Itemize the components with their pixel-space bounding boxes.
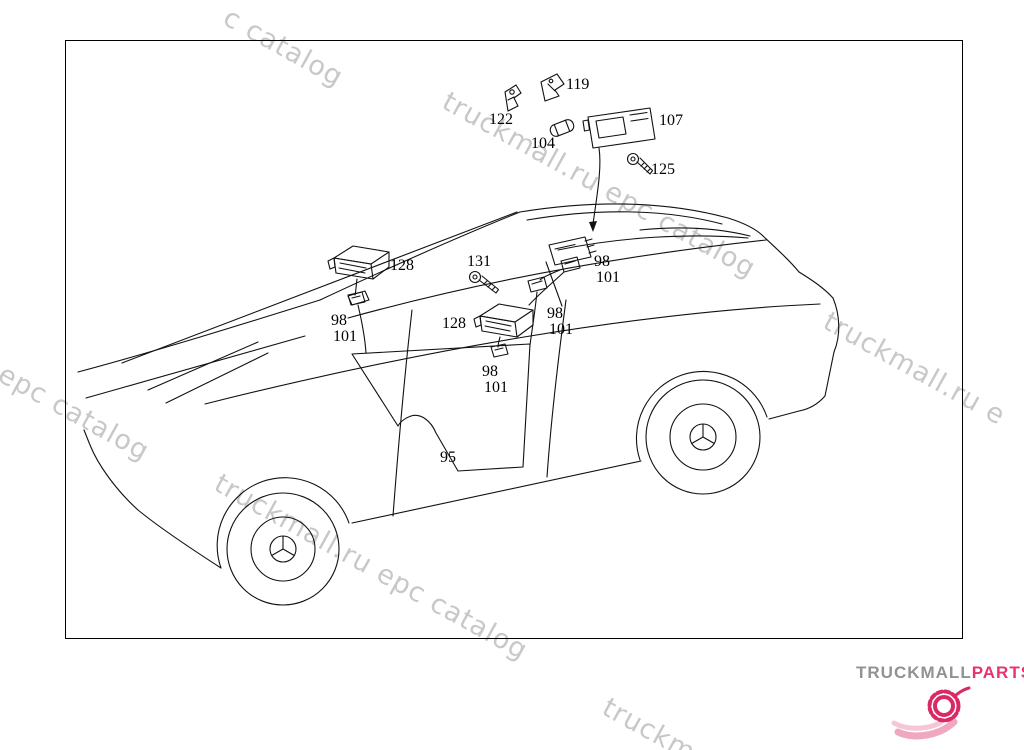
part-label-104: 104	[531, 135, 555, 152]
part-label-125: 125	[651, 161, 675, 178]
part-label-101-d: 101	[333, 328, 357, 345]
part-label-131: 131	[467, 253, 491, 270]
part-label-128-left: 128	[390, 257, 414, 274]
brand-name-accent: PARTS	[971, 663, 1024, 682]
part-label-122: 122	[489, 111, 513, 128]
part-label-101-c: 101	[484, 379, 508, 396]
diagram-border	[65, 40, 963, 639]
part-label-101-b: 101	[549, 321, 573, 338]
brand-name-primary: TRUCKMALL	[856, 663, 972, 682]
part-label-95: 95	[440, 449, 456, 466]
part-label-119: 119	[566, 76, 590, 93]
part-label-101-a: 101	[596, 269, 620, 286]
part-label-128-center: 128	[442, 315, 466, 332]
gear-swoosh-icon	[890, 682, 978, 749]
watermark-bottom-fragment: truckm	[596, 692, 701, 750]
brand-wordmark: TRUCKMALLPARTS	[856, 663, 1024, 683]
part-label-107: 107	[659, 112, 683, 129]
